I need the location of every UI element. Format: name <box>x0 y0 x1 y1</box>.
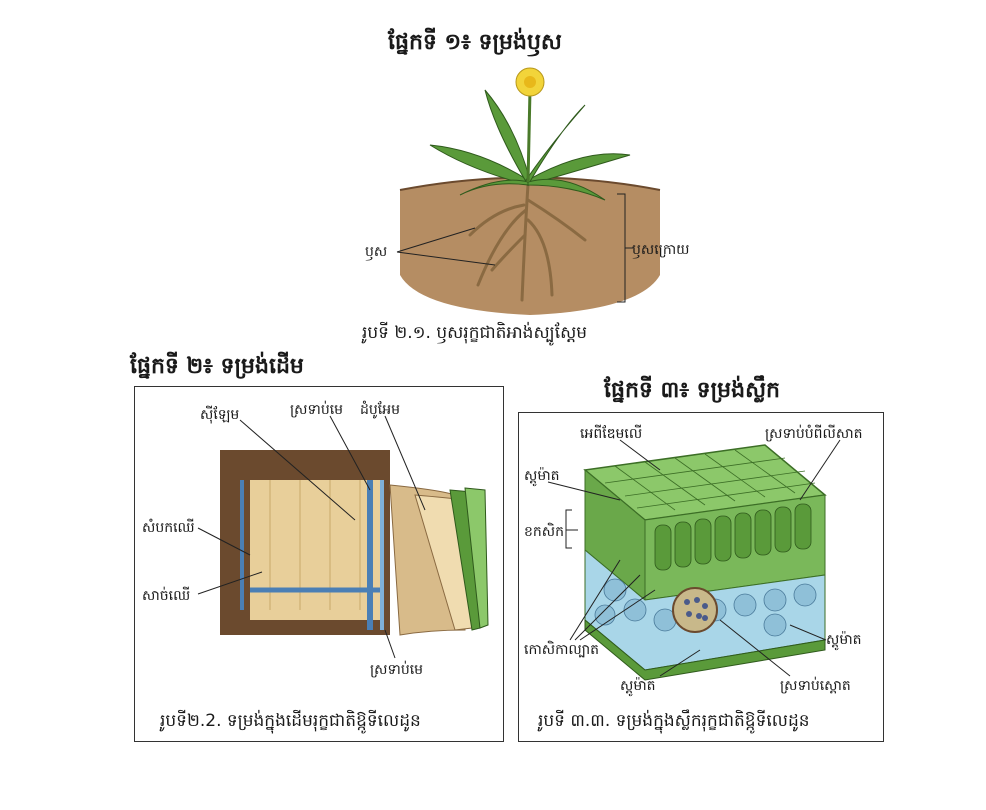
leaf-cross-section <box>583 444 827 681</box>
label-cambium-bottom: ស្រទាប់មេ <box>370 662 424 678</box>
label-underground: ឫសក្រោយ <box>632 242 690 258</box>
section1-caption: រូបទី ២.១. ឫសរុក្ខជាតិអាង់ស្បូស្តែម <box>362 323 588 343</box>
label-bark-side: សំបកឈើ <box>142 520 195 536</box>
label-chloroplast: កោសិកាល្បាត <box>524 642 600 658</box>
label-root: ឫស <box>365 244 388 260</box>
section1-title: ផ្នែកទី ១៖ ទម្រង់ឫស <box>388 30 562 55</box>
underground-bracket <box>617 193 633 303</box>
stem-cross-section <box>220 450 489 636</box>
label-stomata-bottom: ស្តូម៉ាត <box>620 678 656 694</box>
section2-caption: រូបទី២.2. ទម្រង់ក្នុងដើមរុក្ខជាតិឱ្កូទីល… <box>160 711 421 731</box>
label-cambium-top: ស្រទាប់មេ <box>290 402 344 418</box>
label-stomata-top: ស្តូម៉ាត <box>524 468 560 484</box>
section3-title: ផ្នែកទី ៣៖ ទម្រង់ស្លឹក <box>604 378 781 403</box>
label-cells: ខកសិក <box>524 524 564 540</box>
label-upper-epidermis: អេពីឌែមលើ <box>580 426 643 442</box>
vascular-bundle <box>672 587 718 633</box>
label-xylem: ស៊ីឡែម <box>200 407 240 423</box>
label-bark: ដំបូអែម <box>360 402 400 418</box>
label-stomata-right: ស្តូម៉ាត <box>826 632 862 648</box>
label-palisade: ស្រទាប់បំពីលីសាត <box>765 426 863 442</box>
section3-caption: រូបទី ៣.៣. ទម្រង់ក្នុងស្លឹករុក្ខជាតិឱ្កូ… <box>538 711 810 731</box>
dandelion-illustration <box>399 67 661 315</box>
label-spongy: ស្រទាប់ស្តោត <box>780 678 851 694</box>
label-wood: សាច់ឈើ <box>142 588 191 604</box>
root-leader-lines <box>396 227 496 266</box>
section2-title: ផ្នែកទី ២៖ ទម្រង់ដើម <box>130 354 304 379</box>
